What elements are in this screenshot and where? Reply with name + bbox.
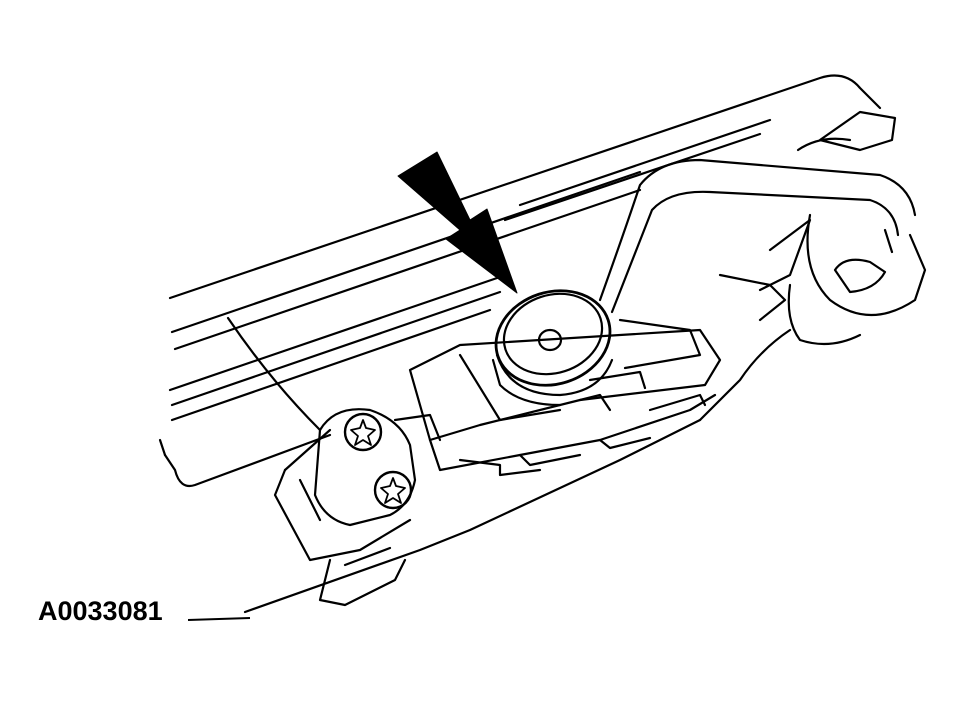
screw-lower <box>373 470 413 510</box>
figure-reference-code: A0033081 <box>38 596 163 626</box>
module-body <box>408 318 722 477</box>
bracket-arm <box>598 110 927 346</box>
round-cap <box>491 289 614 407</box>
reference-leader-line <box>188 617 251 621</box>
callout-arrow <box>397 151 518 294</box>
housing-outline <box>158 74 882 614</box>
mounting-plate <box>273 408 442 607</box>
screw-upper <box>343 412 383 452</box>
